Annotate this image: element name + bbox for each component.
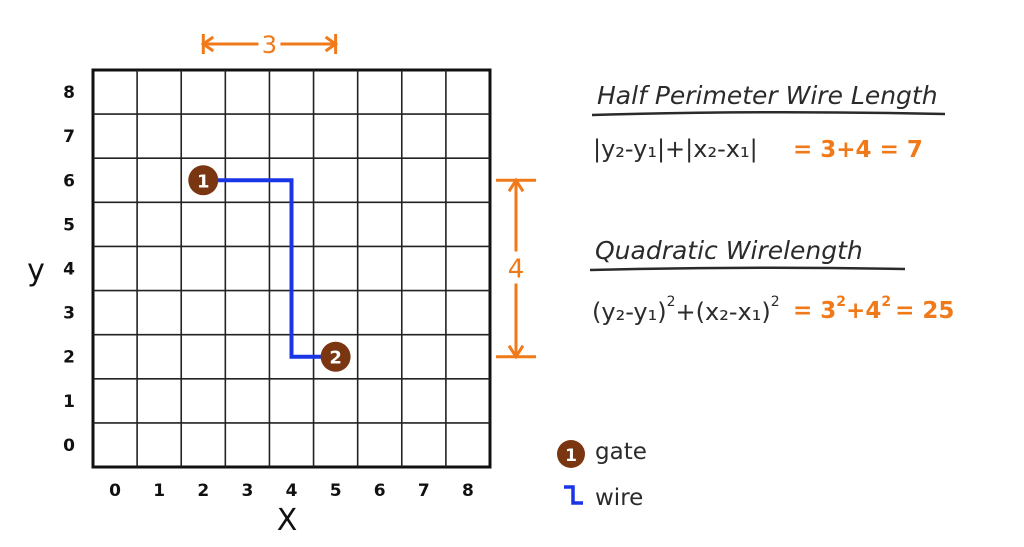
- x-tick-label: 5: [330, 481, 342, 501]
- y-tick-label: 0: [63, 436, 75, 456]
- hpwl-formula: |y₂-y₁|+|x₂-x₁|: [593, 135, 758, 163]
- quadratic-formula-y-term: (y₂-y₁): [592, 298, 667, 326]
- quadratic-title-underline: [589, 266, 906, 272]
- y-tick-label: 4: [63, 260, 75, 280]
- hpwl-title-underline: [591, 110, 946, 117]
- quadratic-result-prefix: = 3: [793, 298, 836, 324]
- legend-gate-label: gate: [595, 439, 647, 465]
- grid-border: [91, 68, 492, 469]
- vertical-dimension-label: 4: [508, 255, 525, 285]
- vertical-dimension-arrow-top: [507, 177, 525, 193]
- quadratic-formula-plus: +: [676, 298, 696, 326]
- quadratic-formula: (y₂-y₁)2+(x₂-x₁)2: [592, 294, 780, 326]
- gate-2-label: 2: [329, 348, 342, 369]
- quadratic-block: Quadratic Wirelength (y₂-y₁)2+(x₂-x₁)2 =…: [589, 236, 954, 326]
- y-tick-label: 3: [63, 304, 75, 324]
- y-tick-label: 5: [63, 215, 75, 235]
- horizontal-dimension-arrow-left: [200, 35, 215, 53]
- quadratic-result-mid: +4: [846, 298, 881, 324]
- y-tick-label: 2: [63, 348, 75, 368]
- vertical-dimension: 4: [496, 177, 536, 360]
- quadratic-result-exp2: 2: [881, 294, 891, 310]
- x-tick-label: 6: [374, 481, 386, 501]
- quadratic-result: = 32+42= 25: [793, 294, 954, 324]
- y-tick-label: 8: [63, 83, 75, 103]
- legend-wire-label: wire: [595, 485, 643, 511]
- x-tick-label: 0: [109, 481, 121, 501]
- x-axis-ticks: 0 1 2 3 4 5 6 7 8: [109, 481, 474, 501]
- quadratic-formula-x-exponent: 2: [771, 294, 780, 310]
- y-axis-ticks: 0 1 2 3 4 5 6 7 8: [63, 83, 75, 456]
- hpwl-block: Half Perimeter Wire Length |y₂-y₁|+|x₂-x…: [591, 81, 946, 163]
- legend-gate-symbol: 1: [565, 446, 577, 466]
- horizontal-dimension-arrow-right: [324, 35, 339, 53]
- y-axis-label: y: [27, 253, 45, 288]
- vertical-dimension-label-bg: [504, 251, 528, 284]
- quadratic-result-exp1: 2: [836, 294, 846, 310]
- vertical-dimension-arrow-bottom: [507, 344, 525, 360]
- legend-gate-icon: [557, 440, 585, 468]
- y-tick-label: 1: [63, 392, 75, 412]
- x-tick-label: 4: [286, 481, 298, 501]
- quadratic-title: Quadratic Wirelength: [595, 236, 863, 265]
- x-tick-label: 8: [462, 481, 474, 501]
- legend: 1 gate wire: [557, 439, 647, 511]
- hpwl-title: Half Perimeter Wire Length: [597, 81, 938, 110]
- y-tick-label: 7: [63, 127, 75, 147]
- horizontal-dimension-label-bg: [258, 30, 281, 58]
- legend-wire-icon: [564, 485, 583, 505]
- wire: [203, 178, 336, 359]
- x-tick-label: 7: [418, 481, 430, 501]
- gate-1-marker: [188, 165, 219, 196]
- gates: 12: [188, 165, 351, 372]
- x-tick-label: 3: [241, 481, 253, 501]
- y-tick-label: 6: [63, 171, 75, 191]
- hpwl-result: = 3+4 = 7: [793, 137, 923, 163]
- x-tick-label: 1: [153, 481, 165, 501]
- gate-1-label: 1: [197, 171, 210, 192]
- quadratic-formula-x-term: (x₂-x₁): [696, 298, 771, 326]
- x-axis-label: X: [277, 503, 298, 538]
- quadratic-result-suffix: = 25: [895, 298, 954, 324]
- horizontal-dimension: 3: [200, 30, 339, 59]
- gate-2-marker: [320, 341, 351, 372]
- quadratic-formula-y-exponent: 2: [667, 294, 676, 310]
- x-tick-label: 2: [197, 481, 209, 501]
- horizontal-dimension-label: 3: [262, 31, 277, 59]
